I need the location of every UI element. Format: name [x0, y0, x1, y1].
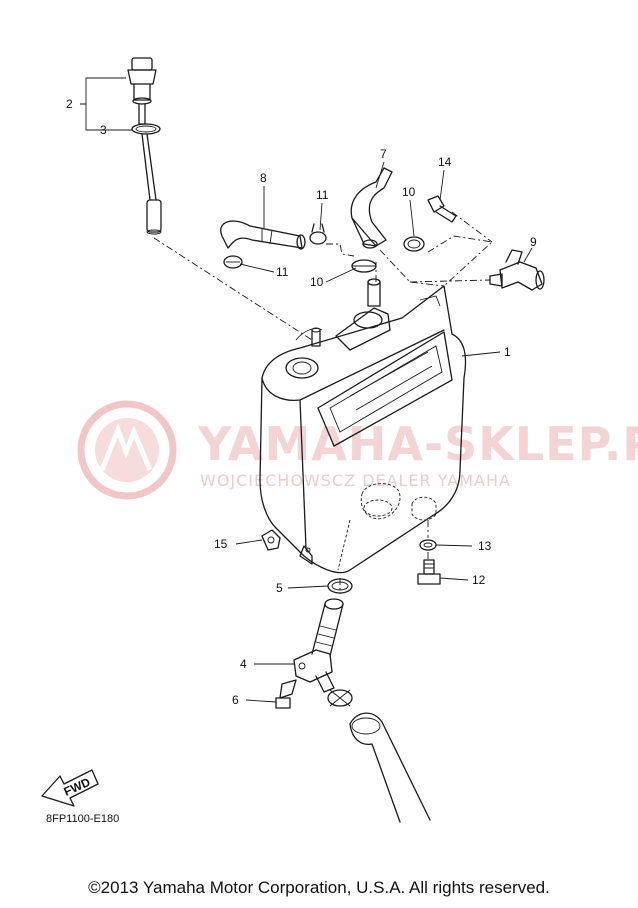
callout-3: 3: [100, 123, 107, 137]
fwd-arrow-icon: FWD: [41, 769, 99, 807]
watermark-site: YAMAHA-SKLEP.PL: [197, 417, 638, 471]
callout-1: 1: [504, 345, 511, 359]
hose-clamp: [327, 689, 353, 707]
leader-lines: [80, 77, 533, 703]
drain-bolt-12: [417, 559, 441, 585]
diagram-code: 8FP1100-E180: [46, 813, 119, 825]
callout-11-top: 11: [316, 188, 329, 202]
callout-4: 4: [240, 657, 247, 671]
watermark-logo: [77, 400, 177, 500]
callout-11-lower: 11: [276, 265, 289, 279]
breather-hose-8: [220, 220, 306, 250]
callout-15: 15: [214, 537, 228, 551]
hose-clip-10-top: [403, 236, 425, 252]
washer-13: [419, 539, 437, 551]
watermark-dealer: WOJCIECHOWSCZ DEALER YAMAHA: [200, 471, 511, 490]
bolt-14: [427, 195, 457, 223]
callout-8: 8: [260, 171, 267, 185]
joint-fitting-9: [489, 249, 545, 291]
callout-10-lower: 10: [310, 275, 324, 289]
watermark: YAMAHA-SKLEP.PL WOJCIECHOWSCZ DEALER YAM…: [77, 400, 638, 500]
callout-9: 9: [530, 235, 537, 249]
bolt-6: [275, 679, 297, 709]
callout-14: 14: [438, 155, 452, 169]
callout-6: 6: [232, 693, 239, 707]
level-gauge-part: [127, 57, 162, 235]
hose-clip-11-lower: [223, 255, 243, 269]
copyright-notice: ©2013 Yamaha Motor Corporation, U.S.A. A…: [88, 878, 550, 897]
assembly-lines: [153, 211, 493, 594]
outlet-hose: [349, 712, 431, 823]
callout-12: 12: [472, 573, 486, 587]
strainer-fitting-4: [293, 598, 344, 693]
hose-clip-10-lower: [351, 259, 377, 273]
callout-labels: 1 2 3 4 5 6 7 8 9 10 10 11 11 12 13 14 1…: [66, 97, 537, 707]
callout-10-top: 10: [402, 185, 416, 199]
fwd-label: FWD: [62, 775, 93, 799]
hose-clip-11-top: [309, 223, 327, 245]
breather-hose-7: [350, 167, 393, 249]
bolt-15: [261, 529, 281, 551]
callout-5: 5: [276, 581, 283, 595]
callout-2: 2: [66, 97, 73, 111]
callout-13: 13: [478, 539, 492, 553]
callout-7: 7: [380, 147, 387, 161]
oil-tank-1: [259, 278, 467, 574]
